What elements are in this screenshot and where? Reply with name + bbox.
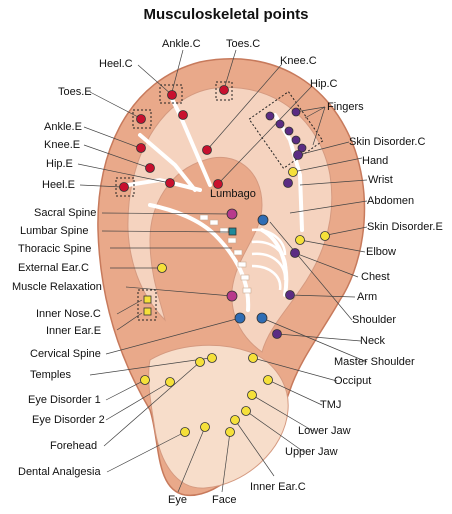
label-knee-c: Knee.C bbox=[280, 55, 317, 67]
dashed-boxes bbox=[115, 81, 324, 321]
spine-vertebrae bbox=[199, 214, 252, 294]
label-heel-e: Heel.E bbox=[42, 179, 76, 191]
point-arm bbox=[285, 290, 295, 300]
label-eye-disorder-1: Eye Disorder 1 bbox=[28, 394, 101, 406]
point-toes-e bbox=[136, 114, 146, 124]
label-inner-nose-c: Inner Nose.C bbox=[36, 308, 101, 320]
label-inner-ear-e: Inner Ear.E bbox=[46, 325, 102, 337]
label-hip-e: Hip.E bbox=[46, 158, 73, 170]
label-shoulder: Shoulder bbox=[352, 314, 397, 326]
label-skin-disorder-c: Skin Disorder.C bbox=[349, 136, 426, 148]
label-thoracic-spine: Thoracic Spine bbox=[18, 243, 92, 255]
point-temples bbox=[140, 375, 150, 385]
point-eye-disorder-2 bbox=[195, 357, 205, 367]
point-finger-5 bbox=[297, 143, 307, 153]
label-toes-e: Toes.E bbox=[58, 86, 92, 98]
point-neck bbox=[234, 312, 246, 324]
point-master-shoulder bbox=[272, 329, 282, 339]
label-occiput: Occiput bbox=[334, 375, 372, 387]
label-muscle-relaxation: Muscle Relaxation bbox=[12, 281, 102, 293]
point-skin-disorder-c bbox=[293, 150, 303, 160]
label-external-ear-c: External Ear.C bbox=[18, 262, 89, 274]
leader-lines bbox=[77, 49, 368, 493]
point-toes-c bbox=[219, 85, 229, 95]
point-finger-3 bbox=[284, 126, 294, 136]
point-knee-e bbox=[145, 163, 155, 173]
point-hand bbox=[288, 167, 298, 177]
label-knee-e: Knee.E bbox=[44, 139, 81, 151]
label-eye: Eye bbox=[168, 494, 187, 506]
label-lumbar-spine: Lumbar Spine bbox=[20, 225, 89, 237]
point-external-ear-c bbox=[157, 263, 167, 273]
point-eye bbox=[200, 422, 210, 432]
point-wrist bbox=[283, 178, 293, 188]
label-elbow: Elbow bbox=[366, 246, 396, 258]
point-finger-6 bbox=[291, 107, 301, 117]
label-inner-ear-c: Inner Ear.C bbox=[250, 481, 306, 493]
point-tmj bbox=[263, 375, 273, 385]
label-temples: Temples bbox=[30, 369, 71, 381]
diagram-title: Musculoskeletal points bbox=[143, 6, 309, 23]
label-ankle-e: Ankle.E bbox=[44, 121, 82, 133]
ear-lobe bbox=[148, 344, 289, 489]
label-neck: Neck bbox=[360, 335, 386, 347]
label-face: Face bbox=[212, 494, 237, 506]
point-upper-jaw bbox=[241, 406, 251, 416]
point-shoulder bbox=[256, 312, 268, 324]
point-knee-c bbox=[202, 145, 212, 155]
point-heel-c bbox=[178, 110, 188, 120]
label-master-shoulder: Master Shoulder bbox=[334, 356, 415, 368]
point-dental-analgesia bbox=[180, 427, 190, 437]
label-sacral-spine: Sacral Spine bbox=[34, 207, 97, 219]
label-heel-c: Heel.C bbox=[99, 58, 133, 70]
point-muscle-relaxation bbox=[226, 290, 238, 302]
point-eye-disorder-1 bbox=[165, 377, 175, 387]
point-lumbar-spine bbox=[228, 227, 237, 236]
point-abdomen bbox=[257, 214, 269, 226]
label-fingers: Fingers bbox=[327, 101, 364, 113]
label-hand: Hand bbox=[362, 155, 389, 167]
label-dental-analgesia: Dental Analgesia bbox=[18, 466, 101, 478]
label-chest: Chest bbox=[361, 271, 390, 283]
point-finger-2 bbox=[275, 119, 285, 129]
point-chest bbox=[290, 248, 300, 258]
point-inner-ear-e bbox=[143, 307, 152, 316]
point-ankle-c bbox=[167, 90, 177, 100]
label-lumbago: Lumbago bbox=[210, 188, 256, 200]
label-wrist: Wrist bbox=[368, 174, 393, 186]
point-finger-4 bbox=[291, 135, 301, 145]
point-lumbago bbox=[226, 208, 238, 220]
label-upper-jaw: Upper Jaw bbox=[285, 446, 338, 458]
point-cervical-point bbox=[207, 353, 217, 363]
point-inner-ear-c bbox=[230, 415, 240, 425]
point-hip-c bbox=[213, 179, 223, 189]
point-hip-e bbox=[165, 178, 175, 188]
point-lower-jaw bbox=[247, 390, 257, 400]
label-eye-disorder-2: Eye Disorder 2 bbox=[32, 414, 105, 426]
label-ankle-c: Ankle.C bbox=[162, 38, 201, 50]
label-arm: Arm bbox=[357, 291, 378, 303]
label-abdomen: Abdomen bbox=[367, 195, 415, 207]
point-inner-nose-c bbox=[143, 295, 152, 304]
point-heel-e bbox=[119, 182, 129, 192]
label-cervical-spine: Cervical Spine bbox=[30, 348, 101, 360]
label-hip-c: Hip.C bbox=[310, 78, 338, 90]
point-finger-1 bbox=[265, 111, 275, 121]
point-face bbox=[225, 427, 235, 437]
label-lower-jaw: Lower Jaw bbox=[298, 425, 351, 437]
acupoints bbox=[119, 85, 330, 437]
label-toes-c: Toes.C bbox=[226, 38, 261, 50]
point-skin-disorder-e bbox=[320, 231, 330, 241]
point-ankle-e bbox=[136, 143, 146, 153]
point-elbow bbox=[295, 235, 305, 245]
label-tmj: TMJ bbox=[320, 399, 342, 411]
label-skin-disorder-e: Skin Disorder.E bbox=[367, 221, 443, 233]
label-forehead: Forehead bbox=[50, 440, 98, 452]
ribcage bbox=[251, 228, 288, 291]
point-occiput bbox=[248, 353, 258, 363]
